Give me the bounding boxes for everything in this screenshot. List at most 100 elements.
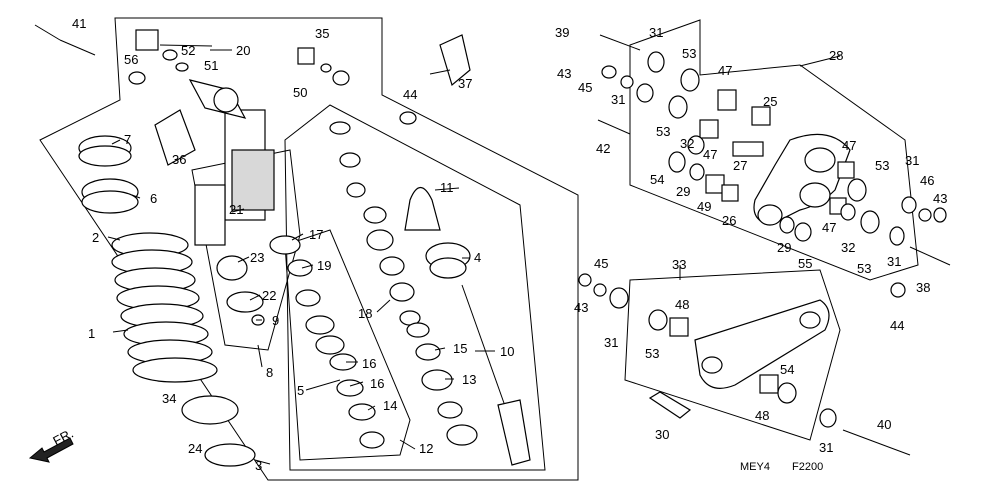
callout-3: 3 — [255, 458, 262, 473]
bolt-42 — [597, 119, 631, 135]
diagram-code: MEY4 — [740, 461, 770, 473]
arrow-fr-icon — [28, 437, 74, 463]
callout-9: 9 — [272, 313, 279, 328]
leader-lines — [34, 24, 841, 465]
callout-49: 49 — [697, 199, 711, 214]
heat-guard — [154, 109, 196, 166]
callout-53a: 53 — [682, 46, 696, 61]
callout-27: 27 — [733, 158, 747, 173]
callout-6: 6 — [150, 191, 157, 206]
callout-54b: 55 — [798, 256, 812, 271]
callout-13: 13 — [462, 372, 476, 387]
callout-47d: 47 — [822, 220, 836, 235]
callout-53e: 53 — [645, 346, 659, 361]
callout-47a: 47 — [718, 63, 732, 78]
callout-51: 51 — [204, 58, 218, 73]
callout-22: 22 — [262, 288, 276, 303]
callout-14: 14 — [383, 398, 397, 413]
callout-53f: 54 — [780, 362, 794, 377]
callout-32b: 32 — [841, 240, 855, 255]
callout-45b: 45 — [594, 256, 608, 271]
callout-31a: 31 — [649, 25, 663, 40]
top-bolt-20 — [135, 29, 159, 51]
bolt-40 — [842, 429, 911, 456]
callout-18: 18 — [358, 306, 372, 321]
spring — [111, 232, 218, 383]
callout-46: 46 — [920, 173, 934, 188]
figure-number: F2200 — [792, 461, 823, 473]
callout-54a: 54 — [650, 172, 664, 187]
callout-45a: 45 — [578, 80, 592, 95]
group-outline-shock-inner — [284, 104, 546, 471]
damper-rod — [461, 284, 531, 466]
callout-44a: 44 — [403, 87, 417, 102]
callout-1: 1 — [88, 326, 95, 341]
callout-48b: 48 — [755, 408, 769, 423]
callout-17: 17 — [309, 227, 323, 242]
callout-33: 33 — [672, 257, 686, 272]
callout-40: 40 — [877, 417, 891, 432]
callout-31e: 31 — [604, 335, 618, 350]
group-outline-rod — [624, 269, 841, 441]
callout-32a: 32 — [680, 136, 694, 151]
callout-29b: 29 — [777, 240, 791, 255]
callout-21: 21 — [229, 202, 243, 217]
callout-31b: 31 — [611, 92, 625, 107]
callout-52: 52 — [181, 43, 195, 58]
damper-parts — [216, 121, 478, 449]
callout-55: 56 — [124, 52, 138, 67]
bolt-38 — [909, 246, 951, 266]
fr-label: FR. — [50, 426, 76, 449]
callout-31d: 31 — [887, 254, 901, 269]
callout-10: 10 — [500, 344, 514, 359]
callout-53d: 53 — [857, 261, 871, 276]
callout-12: 12 — [419, 441, 433, 456]
callout-44b: 44 — [890, 318, 904, 333]
callout-38: 38 — [916, 280, 930, 295]
callout-20: 20 — [236, 43, 250, 58]
callout-26: 26 — [722, 213, 736, 228]
callout-43a: 43 — [557, 66, 571, 81]
callout-16b: 16 — [370, 376, 384, 391]
group-outline-shock — [39, 17, 579, 481]
callout-29a: 29 — [676, 184, 690, 199]
connecting-rod — [694, 299, 830, 389]
callout-4: 4 — [474, 250, 481, 265]
callout-53b: 53 — [656, 124, 670, 139]
group-outline-sub-12 — [284, 229, 411, 461]
callout-43b: 43 — [933, 191, 947, 206]
stopper-ring — [204, 443, 256, 467]
bolt-39 — [599, 34, 641, 51]
callout-47c: 47 — [842, 138, 856, 153]
callout-43c: 43 — [574, 300, 588, 315]
callout-8: 8 — [266, 365, 273, 380]
callout-15: 15 — [453, 341, 467, 356]
callout-36: 36 — [172, 152, 186, 167]
callout-35: 35 — [315, 26, 329, 41]
callout-41: 41 — [72, 16, 86, 31]
callout-7: 7 — [124, 132, 131, 147]
bump-rubber — [404, 186, 471, 279]
callout-30: 30 — [655, 427, 669, 442]
group-outline-link — [629, 19, 919, 281]
callout-labels: 1 2 3 4 5 6 7 8 9 10 11 12 13 14 15 16 1… — [72, 16, 947, 473]
callout-48a: 48 — [675, 297, 689, 312]
shock-body — [188, 79, 275, 246]
callout-53c: 53 — [875, 158, 889, 173]
callout-37: 37 — [458, 76, 472, 91]
callout-2: 2 — [92, 230, 99, 245]
callout-19: 19 — [317, 258, 331, 273]
callout-47b: 47 — [703, 147, 717, 162]
callout-34: 34 — [162, 391, 176, 406]
callout-5: 5 — [297, 383, 304, 398]
callout-23: 23 — [250, 250, 264, 265]
callout-31c: 31 — [905, 153, 919, 168]
callout-24: 24 — [188, 441, 202, 456]
callout-39: 39 — [555, 25, 569, 40]
callout-16a: 16 — [362, 356, 376, 371]
callout-25: 25 — [763, 94, 777, 109]
callout-31f: 31 — [819, 440, 833, 455]
callout-11: 11 — [440, 180, 454, 195]
spring-seat — [181, 395, 239, 425]
